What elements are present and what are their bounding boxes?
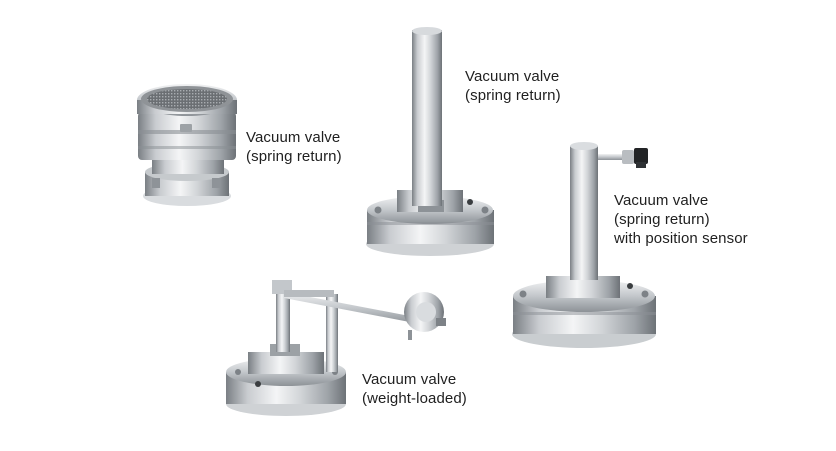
caption-line: (spring return) [246,148,342,165]
tall-spring-valve-caption: Vacuum valve (spring return) [465,67,561,105]
lever-valve-caption: Vacuum valve (weight-loaded) [362,370,467,408]
caption-line: Vacuum valve [614,192,709,209]
caption-line: (spring return) [614,211,710,228]
caption-line: (weight-loaded) [362,390,467,407]
caption-line: Vacuum valve [465,68,560,85]
caption-line: with position sensor [614,230,748,247]
sensor-valve-caption: Vacuum valve (spring return) with positi… [614,191,748,248]
sensor-valve-image [512,142,656,348]
mesh-valve-image [137,84,237,206]
lever-valve-image [226,280,446,416]
caption-line: (spring return) [465,87,561,104]
caption-line: Vacuum valve [246,129,341,146]
mesh-valve-caption: Vacuum valve (spring return) [246,128,342,166]
caption-line: Vacuum valve [362,371,457,388]
tall-spring-valve-image [366,27,494,256]
